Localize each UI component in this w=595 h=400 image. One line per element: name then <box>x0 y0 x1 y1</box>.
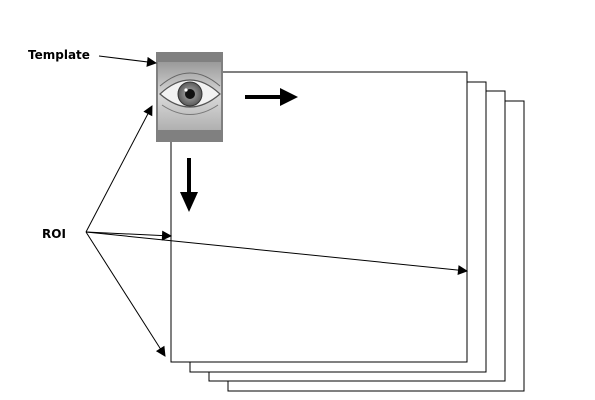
roi-pointer-arrow-frame-right <box>85 231 468 276</box>
down-arrow-icon <box>180 158 198 212</box>
template-image <box>156 52 223 142</box>
template-label: Template <box>28 48 90 62</box>
eye-icon <box>159 72 221 115</box>
right-arrow-icon <box>245 88 298 106</box>
template-pointer-arrow <box>98 55 157 67</box>
roi-label: ROI <box>42 227 66 241</box>
roi-pointer-arrow-frame-bottom <box>85 231 166 357</box>
roi-pointer-arrow-frame-left <box>85 230 172 241</box>
roi-pointer-arrow-template <box>85 105 153 233</box>
